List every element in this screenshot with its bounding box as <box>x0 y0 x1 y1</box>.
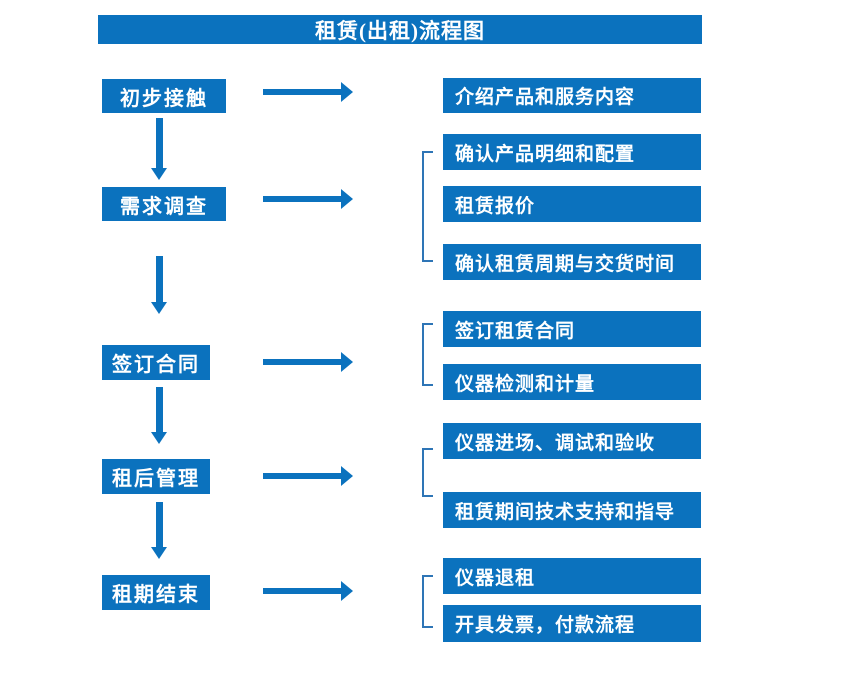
detail-instrument-inspection-box: 仪器检测和计量 <box>443 364 701 400</box>
detail-confirm-product-config-box: 确认产品明细和配置 <box>443 134 701 170</box>
down-arrow-step3-step4 <box>151 387 167 444</box>
detail-instrument-setup-acceptance-box: 仪器进场、调试和验收 <box>443 423 701 459</box>
down-arrow-step1-step2 <box>151 118 167 180</box>
step-sign-contract-box: 签订合同 <box>102 345 210 380</box>
detail-technical-support-box: 租赁期间技术支持和指导 <box>443 492 701 528</box>
down-arrow-step4-step5 <box>151 502 167 559</box>
detail-rental-quote-box: 租赁报价 <box>443 186 701 222</box>
down-arrow-step2-step3 <box>151 256 167 314</box>
step-lease-end-box: 租期结束 <box>102 575 210 610</box>
detail-introduce-products-box: 介绍产品和服务内容 <box>443 78 701 113</box>
bracket-sign-contract-group <box>422 323 433 386</box>
right-arrow-post-rental <box>263 466 353 486</box>
bracket-lease-end-group <box>422 575 433 628</box>
detail-instrument-return-box: 仪器退租 <box>443 558 701 594</box>
detail-sign-rental-contract-box: 签订租赁合同 <box>443 311 701 347</box>
detail-invoice-payment-box: 开具发票，付款流程 <box>443 605 701 642</box>
right-arrow-sign-contract <box>263 352 353 372</box>
step-initial-contact-box: 初步接触 <box>102 79 226 113</box>
step-demand-survey-box: 需求调查 <box>102 187 226 221</box>
step-post-rental-management-box: 租后管理 <box>102 459 210 494</box>
right-arrow-lease-end <box>263 581 353 601</box>
bracket-demand-survey-group <box>422 151 433 262</box>
flow-chart-title: 租赁(出租)流程图 <box>98 15 702 44</box>
bracket-post-rental-group <box>422 448 433 497</box>
detail-confirm-rental-period-box: 确认租赁周期与交货时间 <box>443 244 701 280</box>
right-arrow-initial-contact <box>263 82 353 102</box>
right-arrow-demand-survey <box>263 189 353 209</box>
